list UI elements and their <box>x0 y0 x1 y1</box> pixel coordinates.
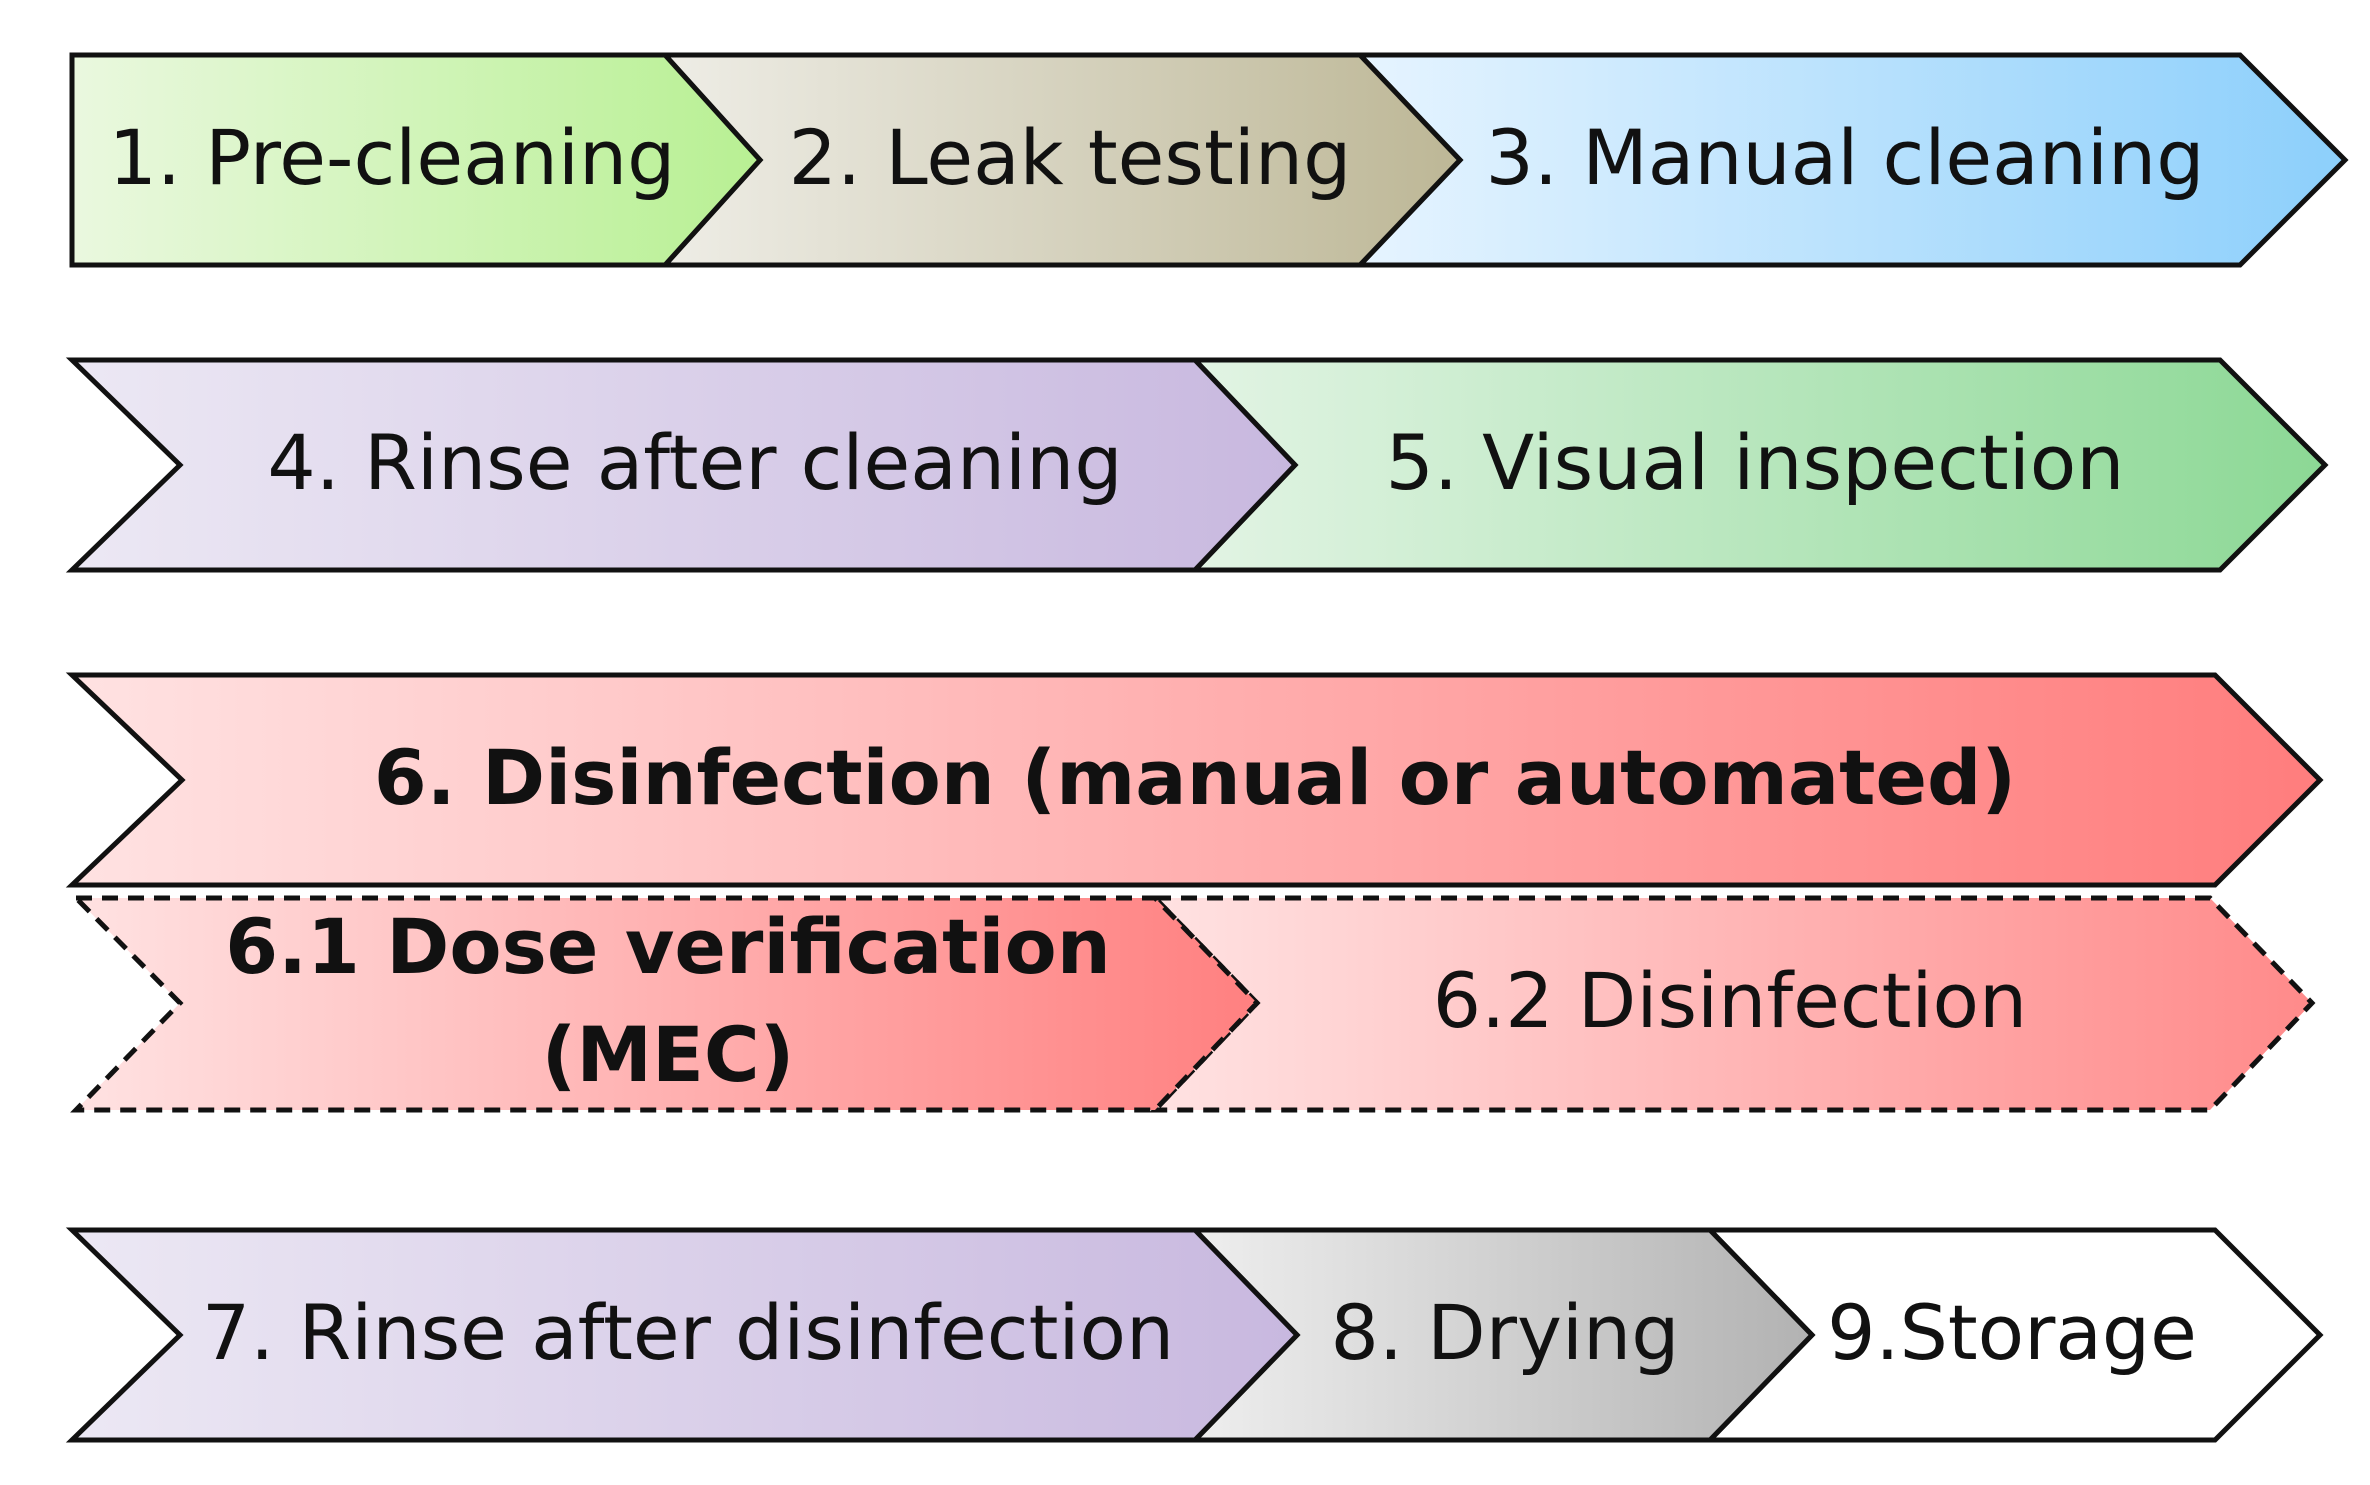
step-6-1-shape <box>70 895 1261 1113</box>
step-9-storage: 9.Storage <box>1704 1227 2324 1443</box>
step-5-label: 5. Visual inspection <box>1386 418 2125 507</box>
step-2-label: 2. Leak testing <box>789 113 1352 202</box>
step-1-shape <box>69 52 764 268</box>
step-3-manual-cleaning: 3. Manual cleaning <box>1354 52 2349 268</box>
step-5-visual-inspection: 5. Visual inspection <box>1189 357 2329 573</box>
step-2-leak-testing: 2. Leak testing <box>659 52 1464 268</box>
step-7-rinse-after-disinfection: 7. Rinse after disinfection <box>65 1227 1301 1443</box>
step-7-shape <box>65 1227 1301 1443</box>
step-8-label: 8. Drying <box>1331 1288 1680 1377</box>
step-1-label: 1. Pre-cleaning <box>109 113 676 202</box>
step-6-label: 6. Disinfection (manual or automated) <box>374 733 2016 822</box>
step-6-1-label-line2: (MEC) <box>542 1010 795 1099</box>
step-6-shape <box>65 672 2324 888</box>
step-6-1-dose-verification: 6.1 Dose verification (MEC) <box>70 895 1261 1113</box>
step-4-shape <box>65 357 1299 573</box>
step-1-pre-cleaning: 1. Pre-cleaning <box>69 52 764 268</box>
step-6-2-disinfection: 6.2 Disinfection <box>1149 895 2316 1113</box>
step-4-label: 4. Rinse after cleaning <box>267 418 1122 507</box>
step-9-label: 9.Storage <box>1827 1288 2197 1377</box>
step-6-disinfection: 6. Disinfection (manual or automated) <box>65 672 2324 888</box>
step-6-2-label: 6.2 Disinfection <box>1433 956 2027 1045</box>
step-4-rinse-after-cleaning: 4. Rinse after cleaning <box>65 357 1299 573</box>
step-3-label: 3. Manual cleaning <box>1486 113 2205 202</box>
step-7-label: 7. Rinse after disinfection <box>202 1288 1174 1377</box>
step-6-1-label-line1: 6.1 Dose verification <box>225 902 1111 991</box>
